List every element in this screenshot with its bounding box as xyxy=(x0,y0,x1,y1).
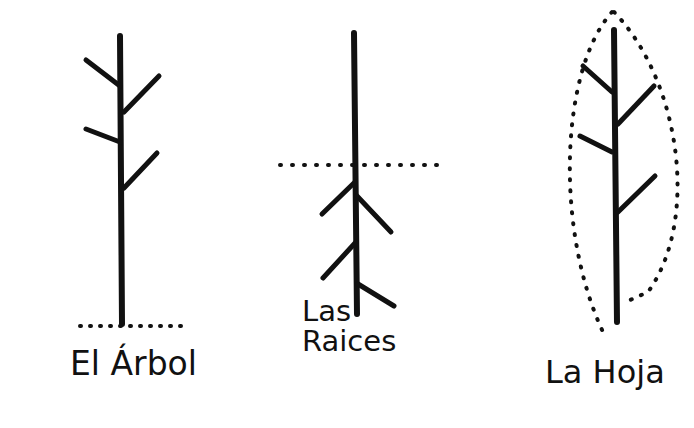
tree-figure xyxy=(80,36,182,326)
figure-label: Las Raices xyxy=(302,296,427,357)
figure-label: El Árbol xyxy=(70,347,197,382)
roots-figure xyxy=(280,33,440,314)
leaf-figure xyxy=(570,12,678,332)
figure-label: La Hoja xyxy=(545,356,665,390)
